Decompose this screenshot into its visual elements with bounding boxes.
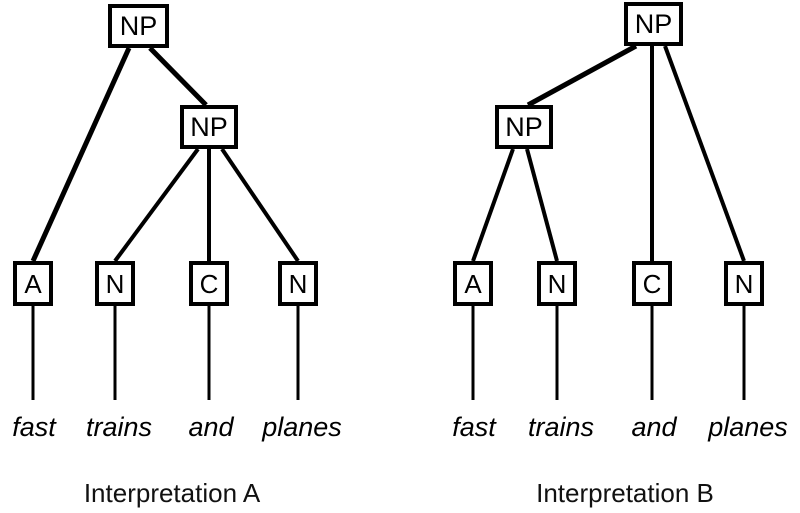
word-b-word-fast: fast xyxy=(452,412,496,442)
node-b-np-root: NP xyxy=(624,2,683,46)
tree-edges-interpretation-b xyxy=(471,43,746,400)
node-b-np-sub: NP xyxy=(495,105,553,149)
node-a-cat-n1: N xyxy=(95,261,135,306)
node-label: N xyxy=(288,268,308,299)
node-label: A xyxy=(464,268,482,299)
node-label: C xyxy=(199,268,219,299)
word-a-word-and: and xyxy=(188,412,234,442)
node-b-cat-n2: N xyxy=(724,261,764,306)
node-label: NP xyxy=(634,8,673,39)
caption-interpretation-a: Interpretation A xyxy=(83,478,261,508)
node-a-cat-a: A xyxy=(13,261,53,306)
word-a-word-planes: planes xyxy=(262,412,342,442)
node-label: N xyxy=(547,268,567,299)
node-label: NP xyxy=(505,111,543,142)
node-label: C xyxy=(642,268,662,299)
node-label: NP xyxy=(190,111,228,142)
node-a-np-root: NP xyxy=(108,4,169,48)
branch-b-np-sub-to-b-cat-n1 xyxy=(525,148,559,262)
word-b-word-and: and xyxy=(631,412,677,442)
branch-b-np-sub-to-b-cat-a xyxy=(471,148,515,262)
node-b-cat-a: A xyxy=(453,261,493,306)
caption-interpretation-b: Interpretation B xyxy=(536,478,714,508)
node-b-cat-c: C xyxy=(632,261,672,306)
branch-b-np-root-to-b-np-sub xyxy=(526,43,638,108)
word-b-word-trains: trains xyxy=(527,412,595,442)
word-b-word-planes: planes xyxy=(708,412,788,442)
branch-a-np-sub-to-a-cat-n1 xyxy=(113,147,200,263)
word-a-word-trains: trains xyxy=(85,412,153,442)
node-b-cat-n1: N xyxy=(537,261,577,306)
branch-a-np-root-to-a-np-sub xyxy=(148,46,208,107)
word-a-word-fast: fast xyxy=(12,412,56,442)
branch-a-np-root-to-a-cat-a xyxy=(30,46,132,263)
node-label: NP xyxy=(119,10,158,41)
node-a-cat-c: C xyxy=(189,261,229,306)
branch-b-np-root-to-b-cat-n2 xyxy=(663,45,746,262)
node-a-np-sub: NP xyxy=(180,105,238,149)
tree-edges-interpretation-a xyxy=(30,46,300,400)
node-a-cat-n2: N xyxy=(278,261,318,306)
node-label: N xyxy=(105,268,125,299)
branch-a-np-sub-to-a-cat-n2 xyxy=(220,147,300,263)
node-label: N xyxy=(734,268,754,299)
node-label: A xyxy=(24,268,42,299)
